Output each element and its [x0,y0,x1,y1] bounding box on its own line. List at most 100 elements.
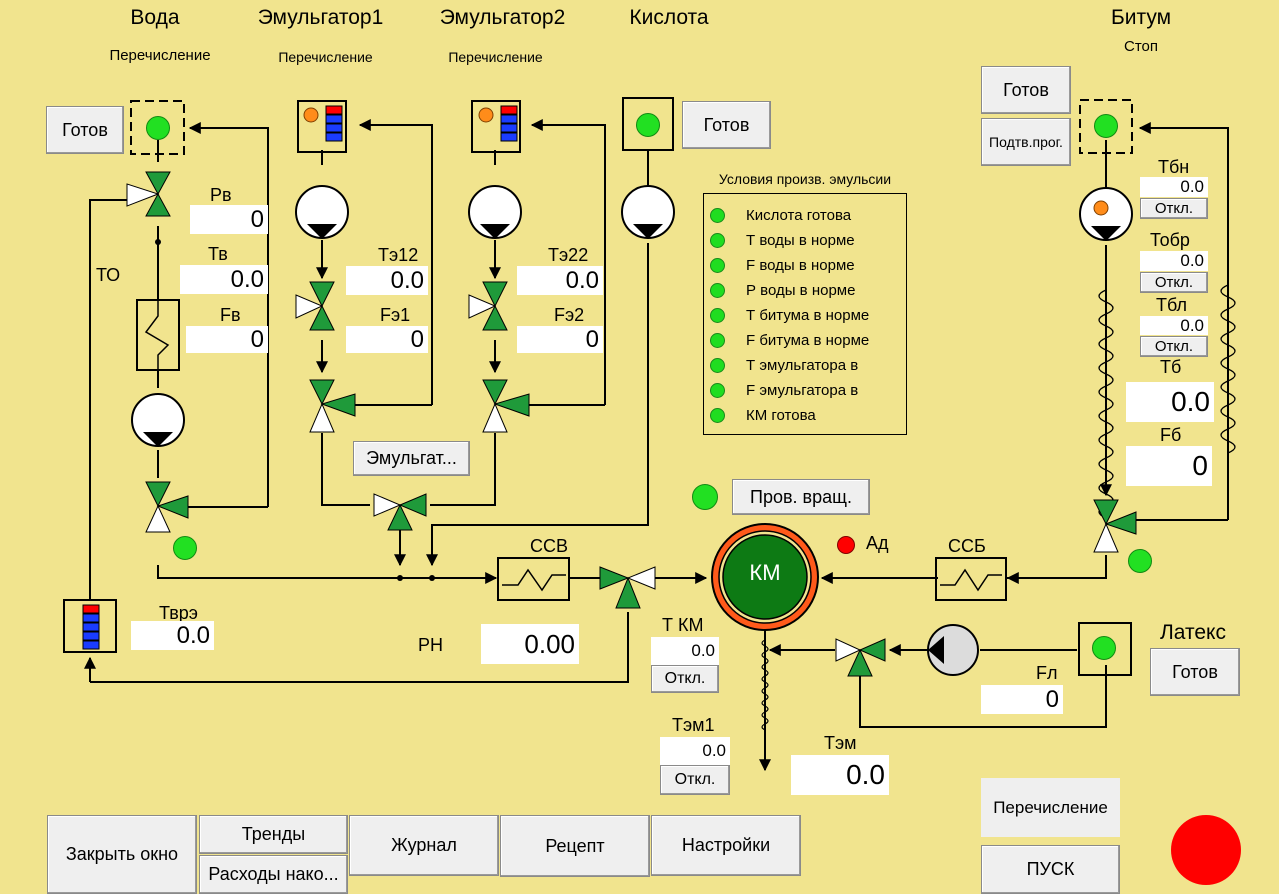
bitumen-valve-status-indicator [1128,549,1152,573]
emulsifier1-title: Эмульгатор1 [257,6,384,29]
emulsifier2-valve-upper-icon [468,281,508,331]
water-valve-status-indicator [173,536,197,560]
water-tank-icon [130,100,185,155]
start-button[interactable]: ПУСК [981,845,1120,894]
emulsifier-button[interactable]: Эмульгат... [353,441,470,476]
emulsifier-mix-valve-icon [373,493,427,531]
emulsifier1-valve-upper-icon [295,281,335,331]
acid-title: Кислота [629,6,709,29]
ccv-exchanger-icon [497,557,570,601]
ccv-output-valve-icon [599,566,656,609]
acid-tank-icon [622,97,674,151]
ccv-label: ССВ [530,536,569,556]
emulsifier2-tank-icon [471,100,521,153]
latex-tank-icon [1078,622,1132,676]
condition-item: Т битума в норме [710,304,869,326]
emergency-stop-indicator[interactable] [1171,815,1241,885]
settings-button[interactable]: Настройки [651,815,801,876]
condition-ok-icon [710,282,725,298]
condition-ok-icon [710,207,725,223]
emulsifier2-mode: Перечисление [448,49,543,65]
ccb-label: ССБ [948,536,986,556]
condition-item: F воды в норме [710,254,855,276]
tem1-value: 0.0 [660,737,730,765]
tem1-off-button[interactable]: Откл. [660,765,730,795]
acid-ready-button[interactable]: Готов [682,101,771,149]
emulsifier1-pump-icon [295,185,349,239]
tbn-value: 0.0 [1140,177,1208,197]
ccb-exchanger-icon [935,557,1007,601]
latex-ready-button[interactable]: Готов [1150,648,1240,696]
heat-exchanger-icon [136,299,180,371]
bitumen-title: Битум [1110,6,1172,29]
close-window-button[interactable]: Закрыть окно [47,815,197,894]
bitumen-status-indicator [1094,114,1118,138]
fl-value: 0 [981,685,1063,714]
bitumen-tank-icon [1079,99,1133,154]
ph-label: РН [418,635,444,655]
tb-label: Тб [1160,357,1182,377]
te12-label: Тэ12 [378,245,419,265]
tvre-value: 0.0 [131,621,214,650]
bitumen-confirm-button[interactable]: Подтв.прог. [981,118,1071,166]
water-ready-button[interactable]: Готов [46,106,124,154]
condition-item: Кислота готова [710,204,851,226]
water-mode: Перечисление [109,47,211,64]
condition-ok-icon [710,332,725,348]
recipe-button[interactable]: Рецепт [500,815,650,877]
condition-ok-icon [710,357,725,373]
check-rotation-button[interactable]: Пров. вращ. [732,479,870,515]
fe1-value: 0 [346,326,428,353]
tkm-off-button[interactable]: Откл. [651,665,719,693]
tvre-level-tank-icon [63,599,117,653]
colloid-mill-icon [711,523,819,631]
pv-label: Рв [210,185,232,205]
water-title: Вода [130,6,180,29]
water-valve-top-icon [126,171,171,217]
te12-value: 0.0 [346,266,428,295]
tbn-off-button[interactable]: Откл. [1140,198,1208,219]
conditions-panel: Кислота готова Т воды в норме F воды в н… [703,193,907,435]
tem1-label: Тэм1 [672,715,715,735]
water-pump-icon [131,393,185,447]
trends-button[interactable]: Тренды [199,815,348,854]
condition-item: Т эмульгатора в [710,354,858,376]
tb-value: 0.0 [1126,382,1214,422]
mill-label: КМ [749,560,781,585]
water-valve-bottom-icon [145,481,189,533]
tem-value: 0.0 [791,755,889,795]
fb-value: 0 [1126,446,1212,486]
fe2-label: Fэ2 [554,305,585,325]
tbl-label: Тбл [1156,295,1187,315]
acid-status-indicator [636,113,660,137]
pv-value: 0 [190,205,268,234]
conditions-title: Условия произв. эмульсии [718,171,892,187]
bitumen-mode: Стоп [1124,38,1158,55]
condition-item: F битума в норме [710,329,869,351]
tbl-off-button[interactable]: Откл. [1140,336,1208,357]
flows-button[interactable]: Расходы нако... [199,855,348,894]
latex-title: Латекс [1160,621,1226,644]
condition-ok-icon [710,257,725,273]
fe1-label: Fэ1 [380,305,411,325]
fl-label: Fл [1036,663,1058,683]
condition-item: КМ готова [710,404,816,426]
tobr-label: Тобр [1150,230,1190,250]
alarm-label: Ад [866,533,889,553]
enumeration-button[interactable]: Перечисление [981,778,1120,837]
latex-valve-icon [835,638,886,677]
tbl-value: 0.0 [1140,316,1208,335]
fv-label: Fв [220,305,241,325]
ph-value: 0.00 [481,624,579,664]
journal-button[interactable]: Журнал [349,815,499,876]
bitumen-valve-icon [1093,499,1137,553]
alarm-indicator [837,536,855,554]
condition-ok-icon [710,307,725,323]
fe2-value: 0 [517,326,603,353]
tobr-value: 0.0 [1140,251,1208,271]
bitumen-pump-icon [1079,187,1133,241]
tobr-off-button[interactable]: Откл. [1140,272,1208,293]
bitumen-ready-button[interactable]: Готов [981,66,1071,114]
water-status-indicator [146,116,170,140]
tem-label: Тэм [824,733,857,753]
